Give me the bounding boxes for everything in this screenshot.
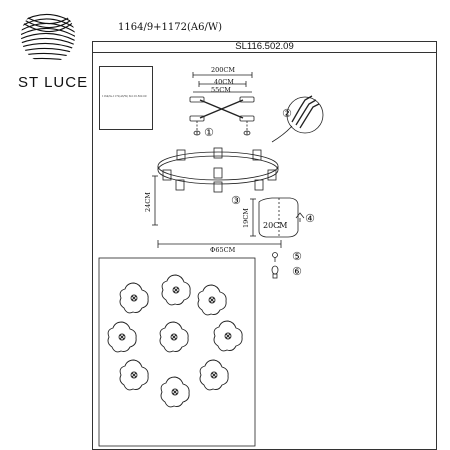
product-label-text: 1164/9+1172(A6/W) SL116.502.09 xyxy=(102,95,147,98)
step-6-marker: ⑥ xyxy=(292,265,302,278)
top-view-frame xyxy=(98,257,256,447)
flower-shade-2 xyxy=(161,274,191,306)
socket-3 xyxy=(252,149,262,161)
screw-icon xyxy=(272,252,278,258)
step-2-marker: ② xyxy=(282,107,292,120)
dim-width-low: 55CM xyxy=(211,86,231,94)
dim-width-mid: 40CM xyxy=(214,78,234,86)
socket-4 xyxy=(213,167,223,179)
socket-8 xyxy=(267,169,277,181)
bulb-base xyxy=(272,273,278,279)
model-header: SL116.502.09 xyxy=(92,41,437,53)
flower-shade-5 xyxy=(159,321,189,353)
socket-7 xyxy=(254,179,264,191)
flower-shade-9 xyxy=(160,376,190,408)
dim-shade-height: 19CM xyxy=(242,208,250,228)
bulb-icon xyxy=(271,265,279,275)
socket-5 xyxy=(175,179,185,191)
dim-height-total: 24CM xyxy=(144,192,152,212)
dim-shade-width: 20CM xyxy=(263,221,288,230)
st-luce-logo-icon xyxy=(21,9,75,63)
socket-1 xyxy=(176,149,186,161)
flower-shade-3 xyxy=(197,284,227,316)
step-4-marker: ④ xyxy=(305,212,315,225)
top-view-shades xyxy=(107,274,243,408)
step-1-marker: ① xyxy=(204,126,214,139)
brand-name: ST LUCE xyxy=(18,74,89,91)
header-divider xyxy=(92,52,437,53)
dim-width-top: 200CM xyxy=(211,66,236,74)
flower-shade-8 xyxy=(199,359,229,391)
wire-connector-detail xyxy=(286,96,324,134)
socket-9 xyxy=(162,169,172,181)
socket-6 xyxy=(213,181,223,193)
flower-shade-7 xyxy=(119,359,149,391)
lamp-shade xyxy=(258,197,299,238)
socket-2 xyxy=(213,147,223,159)
step-5-marker: ⑤ xyxy=(292,250,302,263)
reference-code: 1164/9+1172(A6/W) xyxy=(118,22,223,33)
model-number: SL116.502.09 xyxy=(235,41,294,52)
bracket-bar-b xyxy=(199,99,244,119)
step-3-marker: ③ xyxy=(231,194,241,207)
flower-shade-6 xyxy=(213,320,243,352)
flower-shade-1 xyxy=(119,282,149,314)
product-label-box: 1164/9+1172(A6/W) SL116.502.09 xyxy=(99,66,153,130)
dim-diameter: Φ65CM xyxy=(210,246,236,254)
flower-shade-4 xyxy=(107,321,137,353)
bracket-end-4 xyxy=(239,115,255,122)
bracket-end-1 xyxy=(189,96,205,103)
brand-logo: ST LUCE xyxy=(8,4,98,114)
bracket-end-2 xyxy=(239,96,255,103)
